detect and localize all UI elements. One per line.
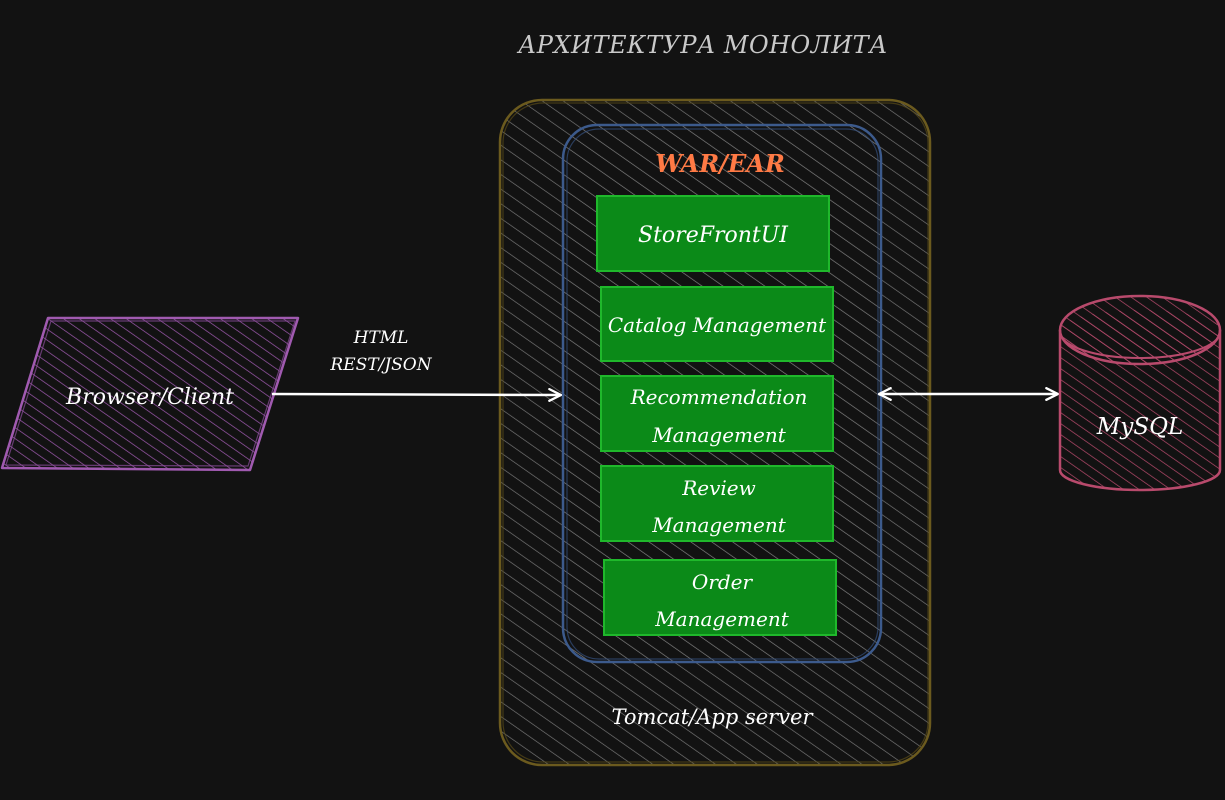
browser-client-node: Browser/Client — [0, 316, 300, 472]
diagram-title: АРХИТЕКТУРА МОНОЛИТА — [516, 31, 888, 59]
module-catalog-management: Catalog Management — [600, 286, 834, 362]
module-label: StoreFrontUI — [638, 223, 789, 248]
module-recommendation-management: Recommendation Management — [600, 375, 834, 452]
module-storefront-ui: StoreFrontUI — [596, 195, 830, 272]
war-ear-label: WAR/EAR — [655, 149, 785, 178]
module-label: Catalog Management — [608, 313, 827, 337]
client-to-server-arrow: HTML REST/JSON — [271, 328, 563, 402]
module-label-line2: Management — [651, 423, 787, 447]
module-label-line2: Management — [651, 513, 787, 537]
module-review-management: Review Management — [600, 465, 834, 542]
browser-client-label: Browser/Client — [65, 385, 234, 410]
mysql-label: MySQL — [1096, 414, 1183, 440]
module-label-line2: Management — [654, 607, 790, 631]
protocol-label-html: HTML — [353, 328, 409, 348]
module-order-management: Order Management — [603, 559, 837, 636]
module-label-line1: Order — [692, 570, 754, 594]
module-label-line1: Review — [681, 476, 756, 500]
mysql-database-node: MySQL — [1058, 294, 1222, 492]
app-server-label: Tomcat/App server — [611, 705, 814, 729]
module-label-line1: Recommendation — [630, 385, 808, 409]
protocol-label-rest-json: REST/JSON — [329, 355, 432, 375]
